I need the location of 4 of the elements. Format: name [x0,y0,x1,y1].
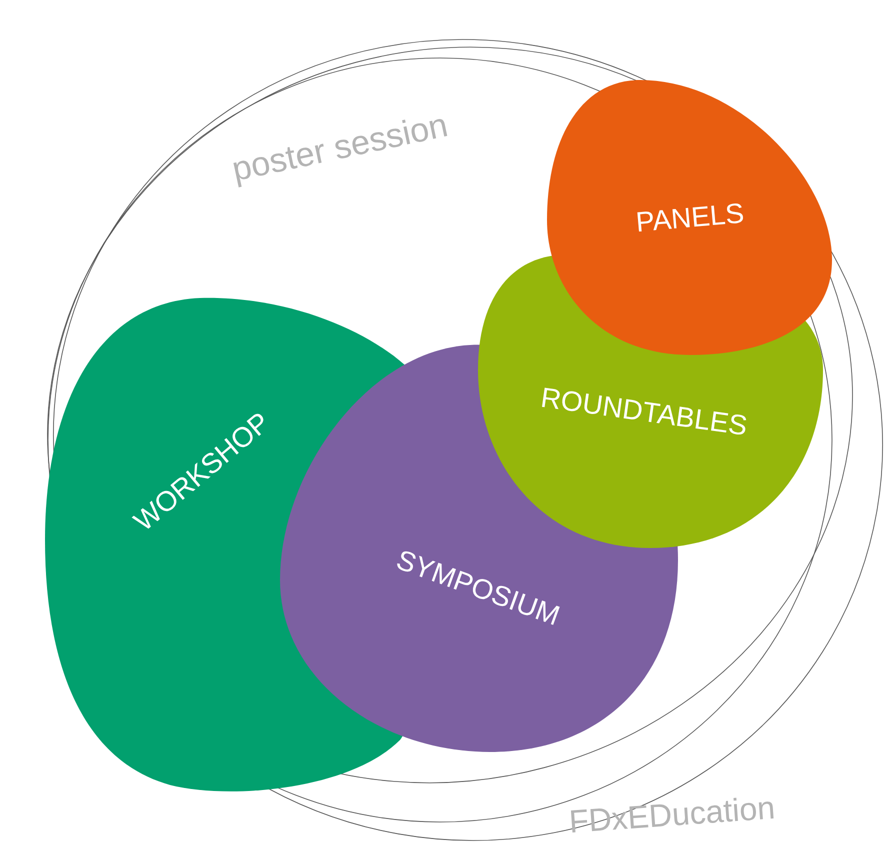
set-label: ROUNDTABLES [538,382,750,442]
set-label: PANELS [634,197,746,239]
set-label: poster session [228,106,452,190]
set-label: FDxEDucation [568,789,776,841]
